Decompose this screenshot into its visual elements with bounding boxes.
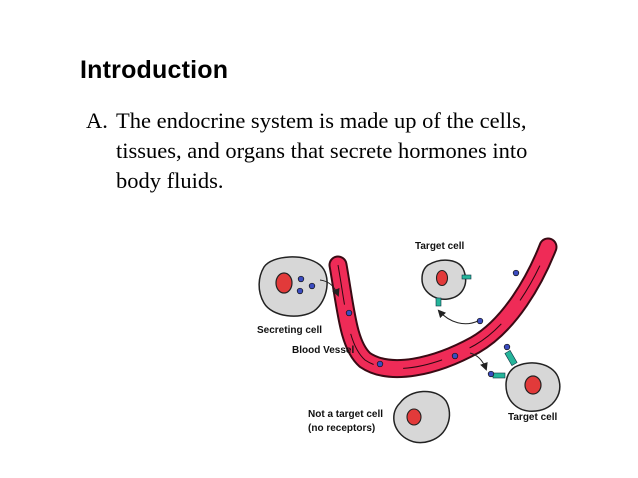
slide-title: Introduction (80, 56, 229, 84)
bullet-line-3: body fluids. (116, 168, 224, 193)
label-target-cell-top: Target cell (415, 241, 464, 252)
label-not-target-line2: (no receptors) (308, 423, 375, 434)
hormone-molecule (476, 317, 484, 325)
secretion-arrow (319, 279, 340, 297)
receptor (461, 274, 472, 280)
hormone-molecule (345, 309, 353, 317)
hormone-molecule (512, 269, 520, 277)
receptor (435, 297, 442, 307)
bullet-line-2: tissues, and organs that secrete hormone… (116, 138, 528, 163)
bound-hormone (503, 343, 511, 351)
target-cell-right-nucleus (524, 375, 542, 395)
receptor (492, 372, 506, 379)
label-not-target-line1: Not a target cell (308, 409, 383, 420)
secreting-cell (258, 256, 328, 317)
hormone-molecule (308, 282, 316, 290)
hormone-molecule (297, 275, 305, 283)
label-blood-vessel: Blood Vessel (292, 345, 354, 356)
bound-hormone (487, 370, 495, 378)
blood-vessel-flow-line (337, 246, 549, 370)
hormone-molecule (451, 352, 459, 360)
bullet-point-a: A. The endocrine system is made up of the… (86, 106, 606, 196)
hormone-molecule (296, 287, 304, 295)
non-target-cell (393, 390, 451, 444)
signal-arrow (469, 352, 488, 371)
label-target-cell-right: Target cell (508, 412, 557, 423)
label-secreting-cell: Secreting cell (257, 325, 322, 336)
bullet-line-1: The endocrine system is made up of the c… (116, 108, 527, 133)
bullet-marker: A. (86, 108, 108, 133)
signal-arrow (437, 309, 479, 325)
receptor (504, 350, 518, 366)
non-target-cell-nucleus (406, 408, 422, 426)
secreting-cell-nucleus (275, 272, 293, 294)
endocrine-diagram: Secreting cell Blood Vessel Target cell … (257, 237, 561, 444)
hormone-molecule (376, 360, 384, 368)
target-cell-top-nucleus (435, 269, 449, 287)
